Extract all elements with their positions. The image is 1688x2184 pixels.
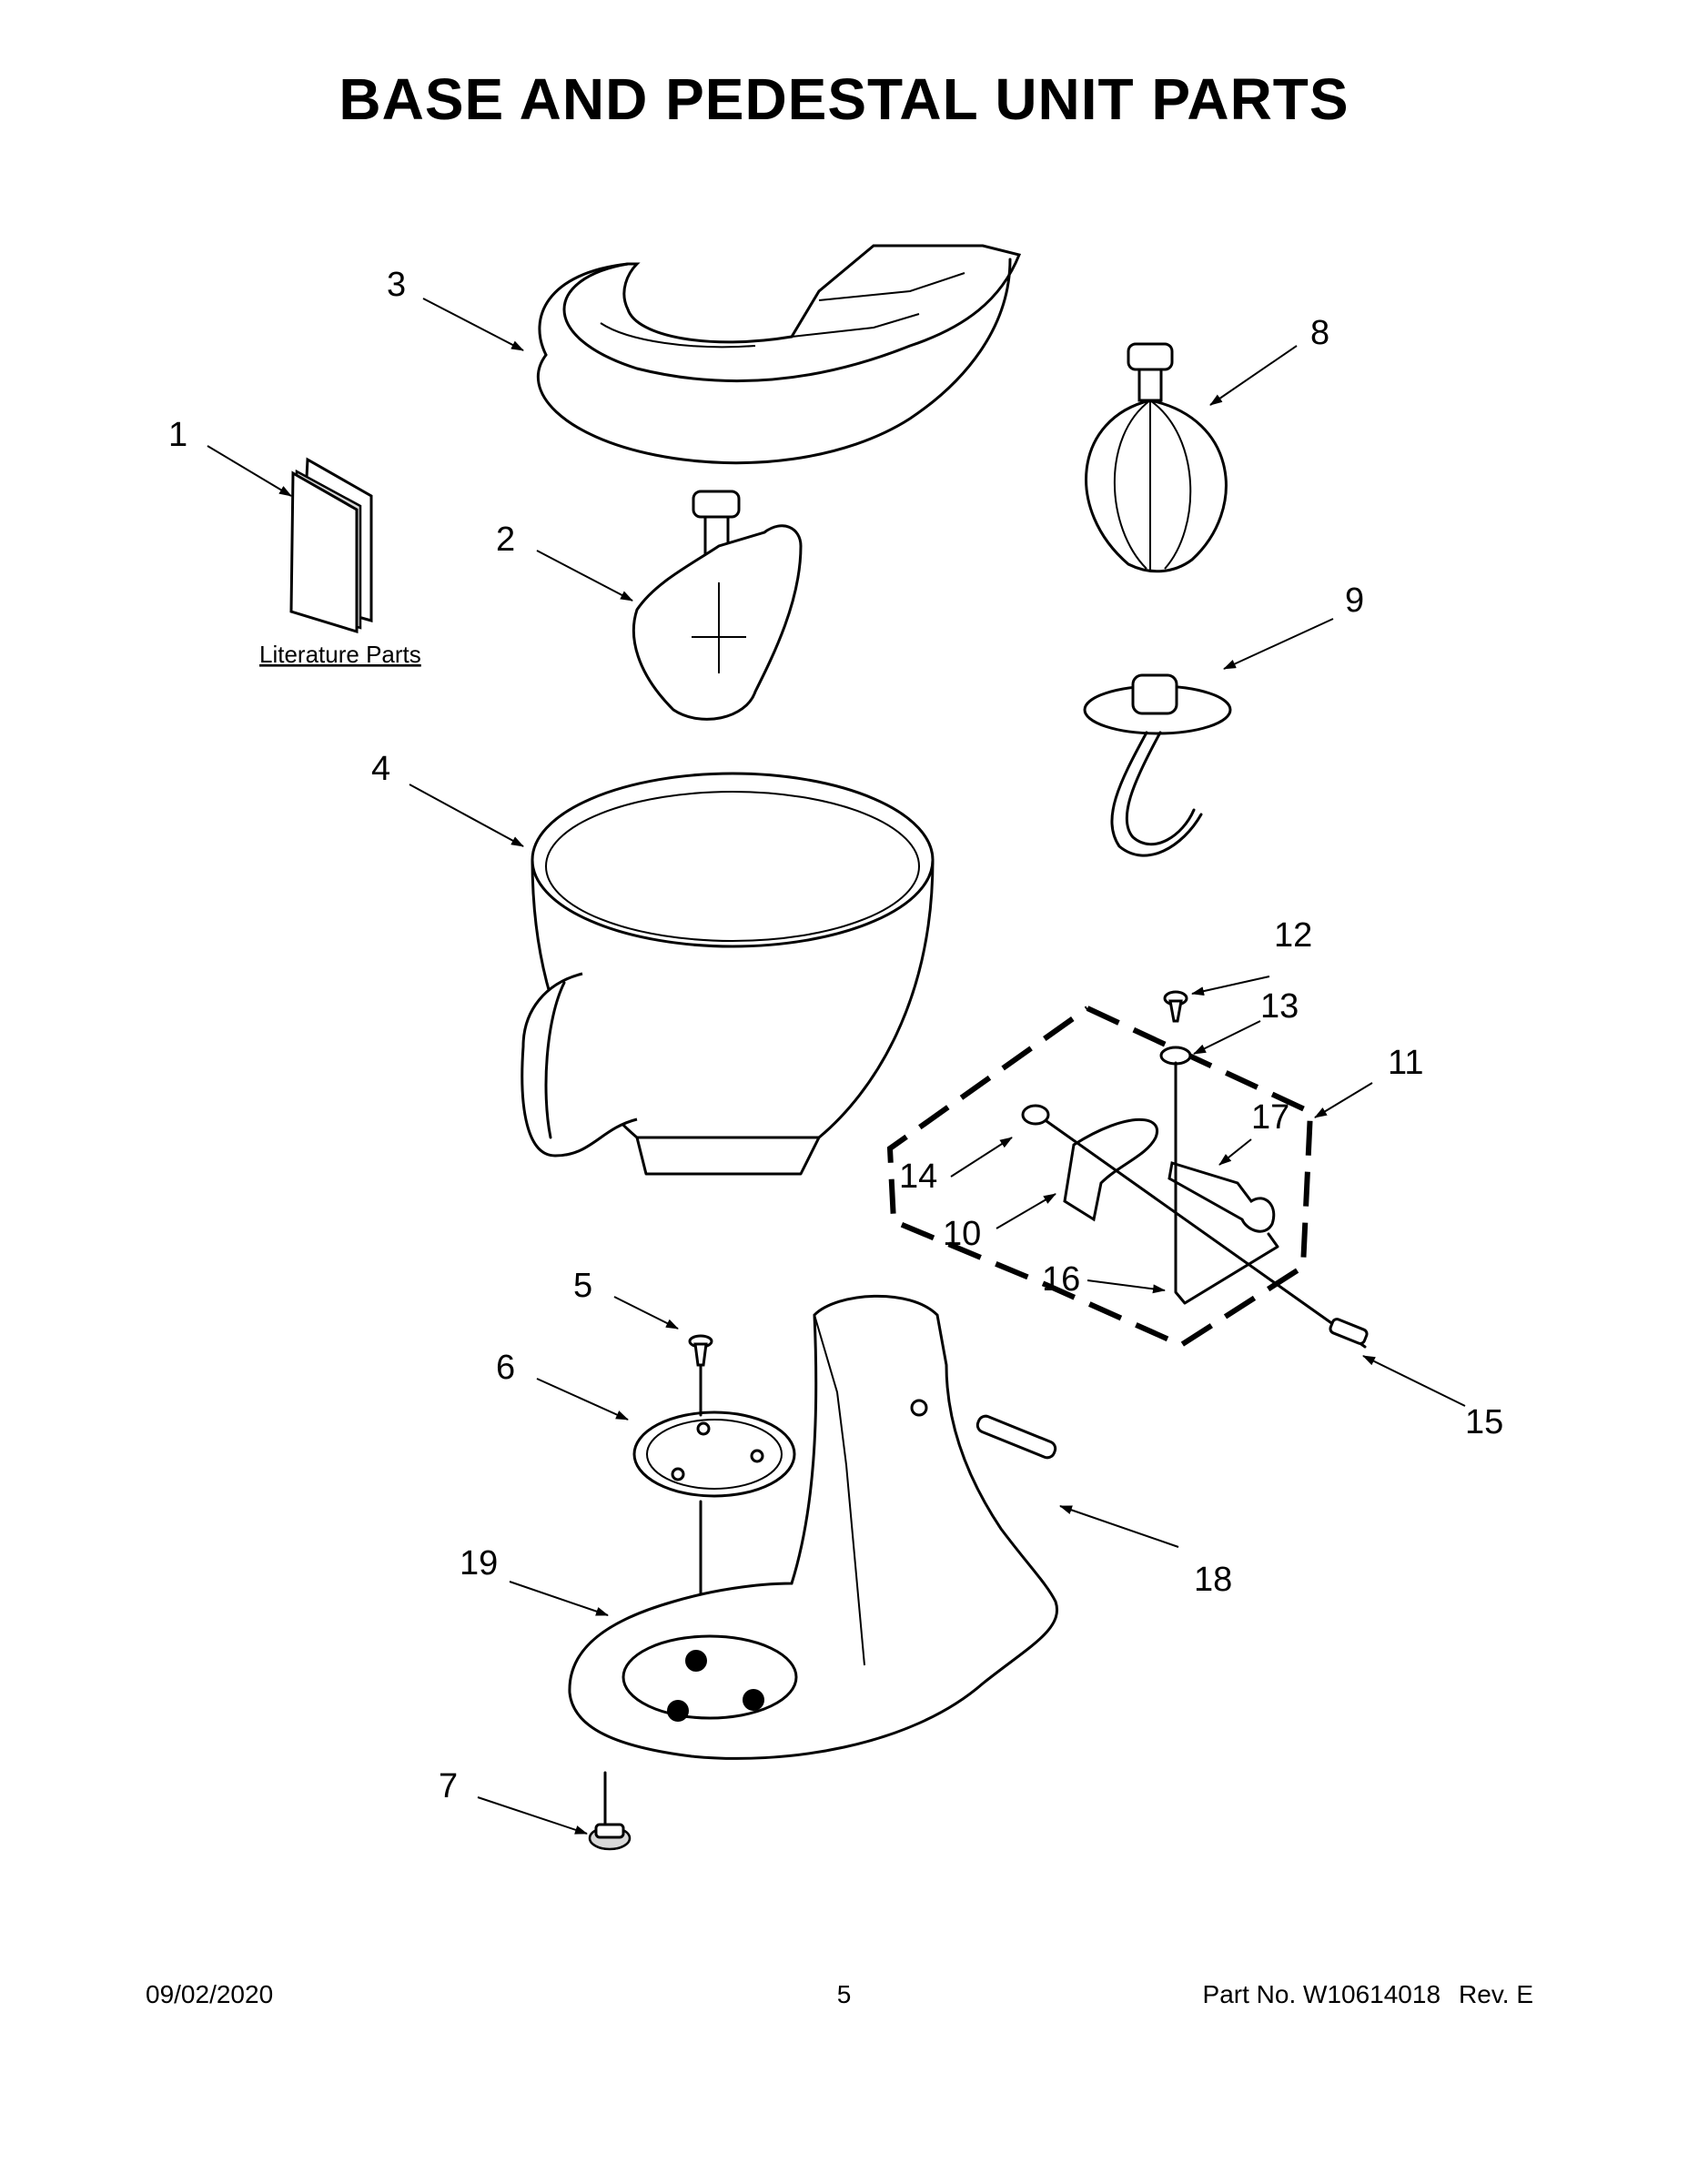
callout-3: 3 xyxy=(387,266,406,304)
literature-booklet xyxy=(289,457,373,634)
callout-7: 7 xyxy=(439,1767,458,1805)
callout-12: 12 xyxy=(1274,916,1312,955)
callout-8: 8 xyxy=(1310,314,1329,352)
callout-10: 10 xyxy=(943,1215,981,1253)
pin-15 xyxy=(1329,1318,1369,1345)
literature-parts-label: Literature Parts xyxy=(259,641,421,668)
clamp-rod xyxy=(1174,1061,1279,1305)
revision-label: Rev. xyxy=(1459,1980,1510,2008)
flat-beater xyxy=(632,490,803,721)
pouring-shield xyxy=(536,244,1022,465)
rubber-foot xyxy=(588,1771,632,1851)
callout-1: 1 xyxy=(168,416,187,454)
mixing-bowl xyxy=(521,772,935,1176)
revision: E xyxy=(1516,1980,1533,2008)
callout-6: 6 xyxy=(496,1349,515,1387)
footer-part-info: Part No. W10614018 Rev. E xyxy=(1203,1980,1533,2009)
callout-17: 17 xyxy=(1251,1098,1289,1137)
dough-hook xyxy=(1083,673,1232,857)
hinge-pin-18 xyxy=(975,1414,1057,1460)
screw-12 xyxy=(1163,990,1188,1023)
footer-date: 09/02/2020 xyxy=(146,1980,274,2008)
bowl-clamp-bracket xyxy=(1045,1117,1367,1349)
callout-19: 19 xyxy=(460,1544,498,1582)
bowl-clamp-assembly-outline xyxy=(886,1006,1314,1349)
part-number: W10614018 xyxy=(1303,1980,1441,2008)
leader-lines xyxy=(207,298,1466,1835)
callout-13: 13 xyxy=(1260,987,1299,1026)
washer-13 xyxy=(1159,1046,1192,1066)
clamp-arm xyxy=(1167,1161,1276,1233)
callout-5: 5 xyxy=(573,1267,592,1305)
part-number-label: Part No. xyxy=(1202,1980,1297,2008)
callout-15: 15 xyxy=(1465,1403,1503,1441)
bowl-clamping-plate xyxy=(632,1410,796,1498)
callout-18: 18 xyxy=(1194,1561,1232,1599)
footer-page-number: 5 xyxy=(836,1980,852,2008)
callout-16: 16 xyxy=(1042,1260,1080,1299)
pedestal-base xyxy=(568,1294,1058,1760)
callout-14: 14 xyxy=(899,1158,937,1196)
screw-5 xyxy=(688,1334,713,1367)
page-title: BASE AND PEDESTAL UNIT PARTS xyxy=(339,66,1349,132)
wire-whip xyxy=(1085,342,1228,573)
callout-11: 11 xyxy=(1388,1044,1423,1082)
callout-4: 4 xyxy=(371,750,390,788)
callout-2: 2 xyxy=(496,521,515,559)
washer-14 xyxy=(1021,1104,1050,1126)
callout-9: 9 xyxy=(1345,581,1364,620)
